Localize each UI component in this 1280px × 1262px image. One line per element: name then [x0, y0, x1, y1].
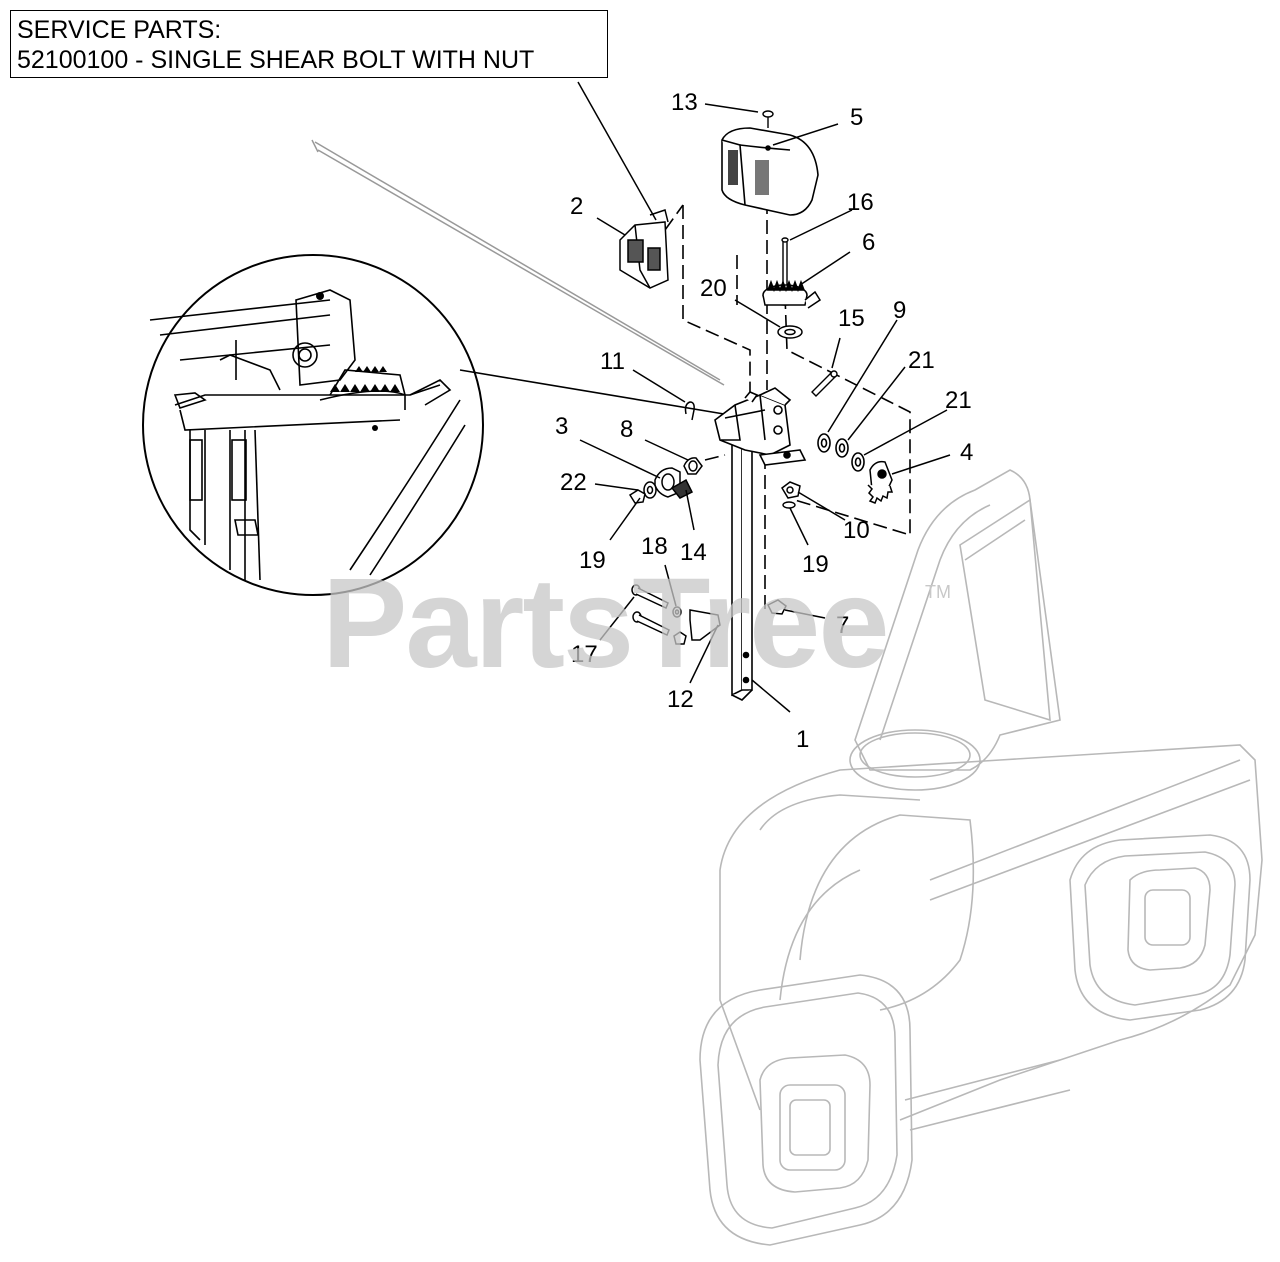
callout-13: 13 — [671, 89, 698, 116]
callout-20: 20 — [700, 275, 727, 302]
detail-inset — [142, 254, 484, 596]
callout-2: 2 — [570, 193, 583, 220]
watermark-trademark: TM — [925, 582, 951, 602]
callout-11: 11 — [600, 348, 625, 375]
callout-4: 4 — [960, 439, 973, 466]
callout-19b: 19 — [802, 551, 829, 578]
service-parts-note: SERVICE PARTS: 52100100 - SINGLE SHEAR B… — [10, 10, 608, 78]
bracket-assembly — [714, 387, 807, 466]
callout-3: 3 — [555, 413, 568, 440]
inset-leader — [459, 369, 731, 416]
callout-7: 7 — [836, 612, 849, 639]
callout-5: 5 — [850, 104, 863, 131]
auger-housing — [699, 469, 1263, 1246]
callout-12: 12 — [667, 686, 694, 713]
callout-16: 16 — [847, 189, 874, 216]
callout-22: 22 — [560, 469, 587, 496]
callout-8: 8 — [620, 416, 633, 443]
callout-21a: 21 — [908, 347, 935, 374]
control-rod — [311, 139, 725, 386]
part-15-pin — [811, 370, 838, 397]
callout-18: 18 — [641, 533, 668, 560]
pivot-cluster — [628, 457, 703, 504]
part-7-clip — [766, 599, 787, 615]
callout-15: 15 — [838, 305, 865, 332]
part-19-nut-right — [782, 501, 796, 509]
callout-9: 9 — [893, 297, 906, 324]
callout-10: 10 — [843, 517, 870, 544]
watermark-logo: PartsTree — [322, 552, 889, 695]
part-11-pin — [684, 401, 695, 421]
part-16-pin — [781, 237, 789, 285]
part-4-gear — [867, 460, 894, 504]
callout-19a: 19 — [579, 547, 606, 574]
callout-1: 1 — [796, 726, 809, 753]
part-5-cap — [721, 127, 819, 216]
bolts-17-18-12 — [631, 584, 721, 645]
callout-labels: 13 5 16 2 6 20 15 9 11 21 21 3 8 4 22 14… — [555, 89, 973, 753]
callout-6: 6 — [862, 229, 875, 256]
part-6-gear — [762, 279, 822, 309]
washers-9-21 — [817, 433, 865, 472]
callout-leaders — [577, 81, 951, 713]
callout-17: 17 — [571, 641, 598, 668]
service-parts-title: SERVICE PARTS: — [17, 16, 222, 44]
service-parts-item: 52100100 - SINGLE SHEAR BOLT WITH NUT — [17, 46, 535, 74]
callout-14: 14 — [680, 539, 707, 566]
part-13-screw — [762, 110, 774, 128]
column-part — [731, 438, 753, 701]
part-20-washer — [777, 325, 803, 339]
part-2-bracket — [619, 209, 669, 289]
assembly-dash-lines — [664, 160, 911, 610]
callout-21b: 21 — [945, 387, 972, 414]
part-10-nut — [781, 481, 801, 499]
